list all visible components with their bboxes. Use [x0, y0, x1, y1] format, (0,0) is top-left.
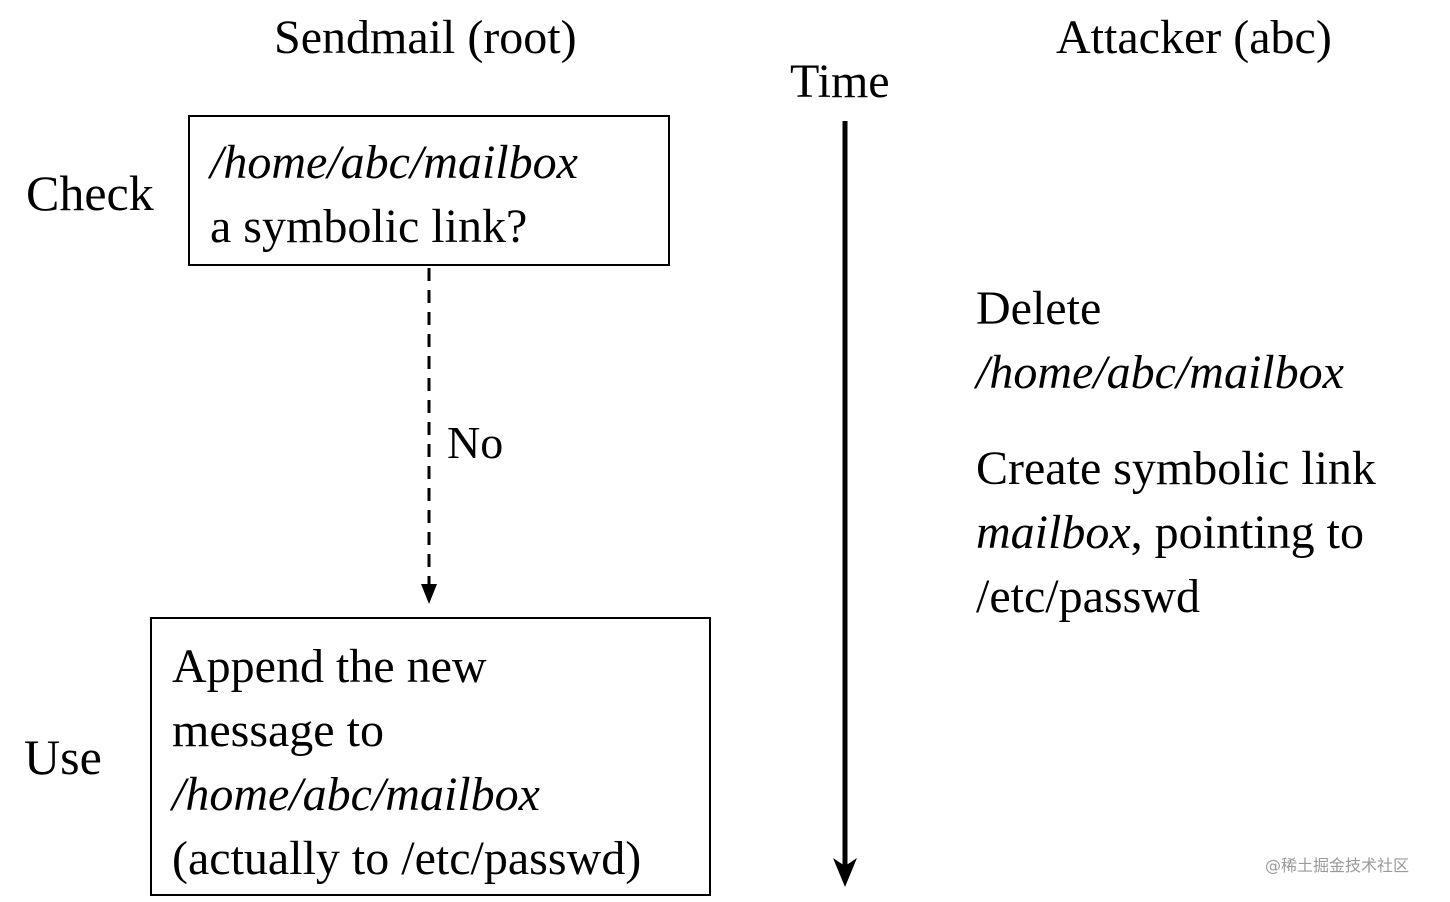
- attacker-header: Attacker (abc): [1056, 11, 1332, 64]
- check-box-path: /home/abc/mailbox: [210, 136, 578, 189]
- use-box-line-2: message to: [172, 704, 384, 757]
- use-box: Append the new message to /home/abc/mail…: [150, 617, 711, 896]
- use-box-line-1: Append the new: [172, 640, 487, 693]
- attacker-create-pointing: , pointing to: [1130, 506, 1364, 559]
- watermark-text: @稀土掘金技术社区: [1265, 856, 1410, 875]
- no-dashed-arrow-head: [421, 584, 437, 604]
- check-label: Check: [26, 165, 154, 221]
- attacker-create-line-2: mailbox, pointing to: [976, 509, 1364, 557]
- no-edge-label: No: [447, 417, 504, 468]
- attacker-create-mailbox: mailbox: [976, 506, 1131, 559]
- attacker-create-line-3: /etc/passwd: [976, 570, 1200, 623]
- use-box-path: /home/abc/mailbox: [172, 768, 540, 821]
- check-box-question: a symbolic link?: [210, 200, 528, 253]
- use-box-line-4: (actually to /etc/passwd): [172, 832, 642, 885]
- attacker-delete-path: /home/abc/mailbox: [976, 346, 1344, 399]
- sendmail-header: Sendmail (root): [274, 11, 577, 64]
- attacker-create-line-1: Create symbolic link: [976, 442, 1376, 495]
- attacker-delete-label: Delete: [976, 282, 1102, 335]
- use-label: Use: [24, 729, 102, 785]
- time-label: Time: [790, 55, 890, 108]
- check-box: /home/abc/mailbox a symbolic link?: [188, 115, 670, 266]
- time-arrow-head: [833, 858, 857, 887]
